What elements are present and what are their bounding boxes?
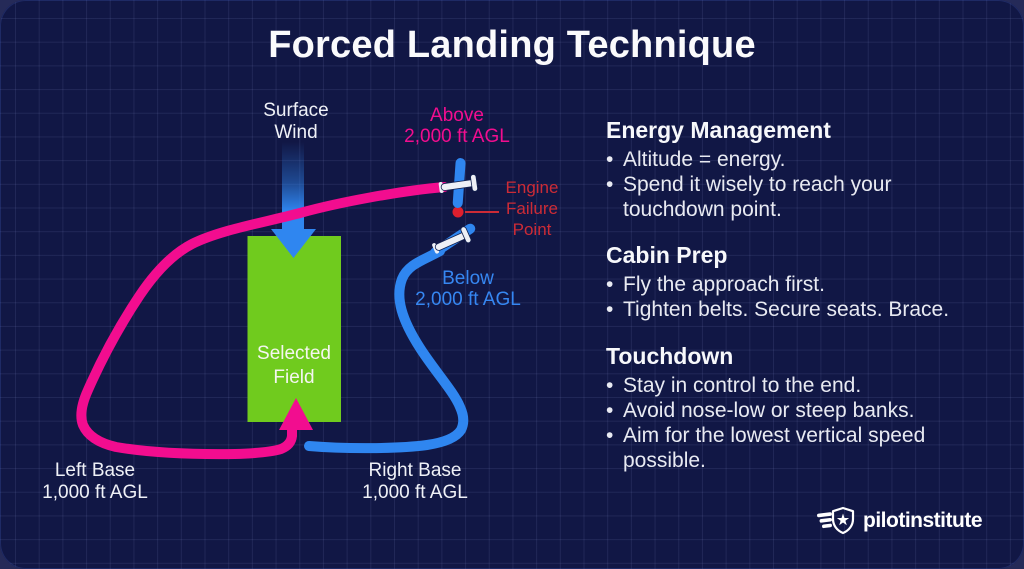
section-heading: Cabin Prep — [606, 242, 728, 268]
above-2000-label: Above 2,000 ft AGL — [404, 105, 510, 147]
bullet-line: • Tighten belts. Secure seats. Brace. — [606, 297, 1024, 322]
surface-wind-arrow — [271, 142, 316, 258]
bullet-text: Tighten belts. Secure seats. Brace. — [623, 298, 950, 321]
left-pattern-path — [76, 182, 449, 460]
bullet-line: • Aim for the lowest vertical speed — [606, 423, 1024, 448]
surface-wind-label: Surface Wind — [263, 100, 329, 143]
bullet-text: Aim for the lowest vertical speed — [623, 424, 926, 447]
bullet-marker: • — [606, 148, 614, 171]
approach-arrowhead — [279, 398, 313, 430]
bullet-continuation: possible. — [606, 448, 1024, 473]
section-cabin-prep: Cabin Prep • Fly the approach first. • T… — [606, 242, 1024, 322]
right-base-label: Right Base 1,000 ft AGL — [362, 460, 468, 503]
bullet-text: touchdown point. — [623, 198, 782, 221]
pilot-institute-logo: pilotinstitute — [816, 506, 982, 536]
aircraft-tail — [460, 226, 472, 244]
engine-failure-label: Engine Failure Point — [505, 178, 559, 239]
page-title: Forced Landing Technique — [268, 24, 756, 66]
bullet-text: possible. — [623, 449, 706, 472]
bullet-marker: • — [606, 399, 614, 422]
aircraft-tail — [470, 174, 479, 192]
below-2000-label: Below 2,000 ft AGL — [415, 268, 521, 310]
winged-shield-icon — [817, 506, 855, 535]
section-heading: Touchdown — [606, 343, 734, 369]
bullet-continuation: touchdown point. — [606, 197, 1024, 222]
bullet-text: Spend it wisely to reach your — [623, 173, 892, 196]
bullet-line: • Stay in control to the end. — [606, 373, 1024, 398]
bullet-marker: • — [606, 173, 614, 196]
right-pattern-path — [304, 246, 469, 454]
bullet-marker: • — [606, 298, 614, 321]
aircraft-icon-above — [438, 158, 479, 208]
section-energy-management: Energy Management • Altitude = energy. •… — [606, 117, 1024, 222]
logo-wordmark: pilotinstitute — [863, 509, 982, 532]
bullet-line: • Fly the approach first. — [606, 272, 1024, 297]
selected-field-label: Selected Field — [257, 343, 331, 388]
bullet-marker: • — [606, 273, 614, 296]
selected-field-rect — [247, 236, 341, 422]
section-heading: Energy Management — [606, 117, 831, 143]
bullet-text: Fly the approach first. — [623, 273, 825, 296]
aircraft-icon-below — [430, 223, 476, 258]
bullet-text: Stay in control to the end. — [623, 374, 862, 397]
bullet-line: • Altitude = energy. — [606, 147, 1024, 172]
bullet-text: Altitude = energy. — [623, 148, 786, 171]
left-base-label: Left Base 1,000 ft AGL — [42, 460, 148, 503]
bullet-line: • Spend it wisely to reach your — [606, 172, 1024, 197]
bullet-line: • Avoid nose-low or steep banks. — [606, 398, 1024, 423]
bullet-text: Avoid nose-low or steep banks. — [623, 399, 915, 422]
engine-failure-dot — [452, 206, 464, 218]
section-touchdown: Touchdown • Stay in control to the end. … — [606, 343, 1024, 473]
bullet-marker: • — [606, 424, 614, 447]
bullet-marker: • — [606, 374, 614, 397]
